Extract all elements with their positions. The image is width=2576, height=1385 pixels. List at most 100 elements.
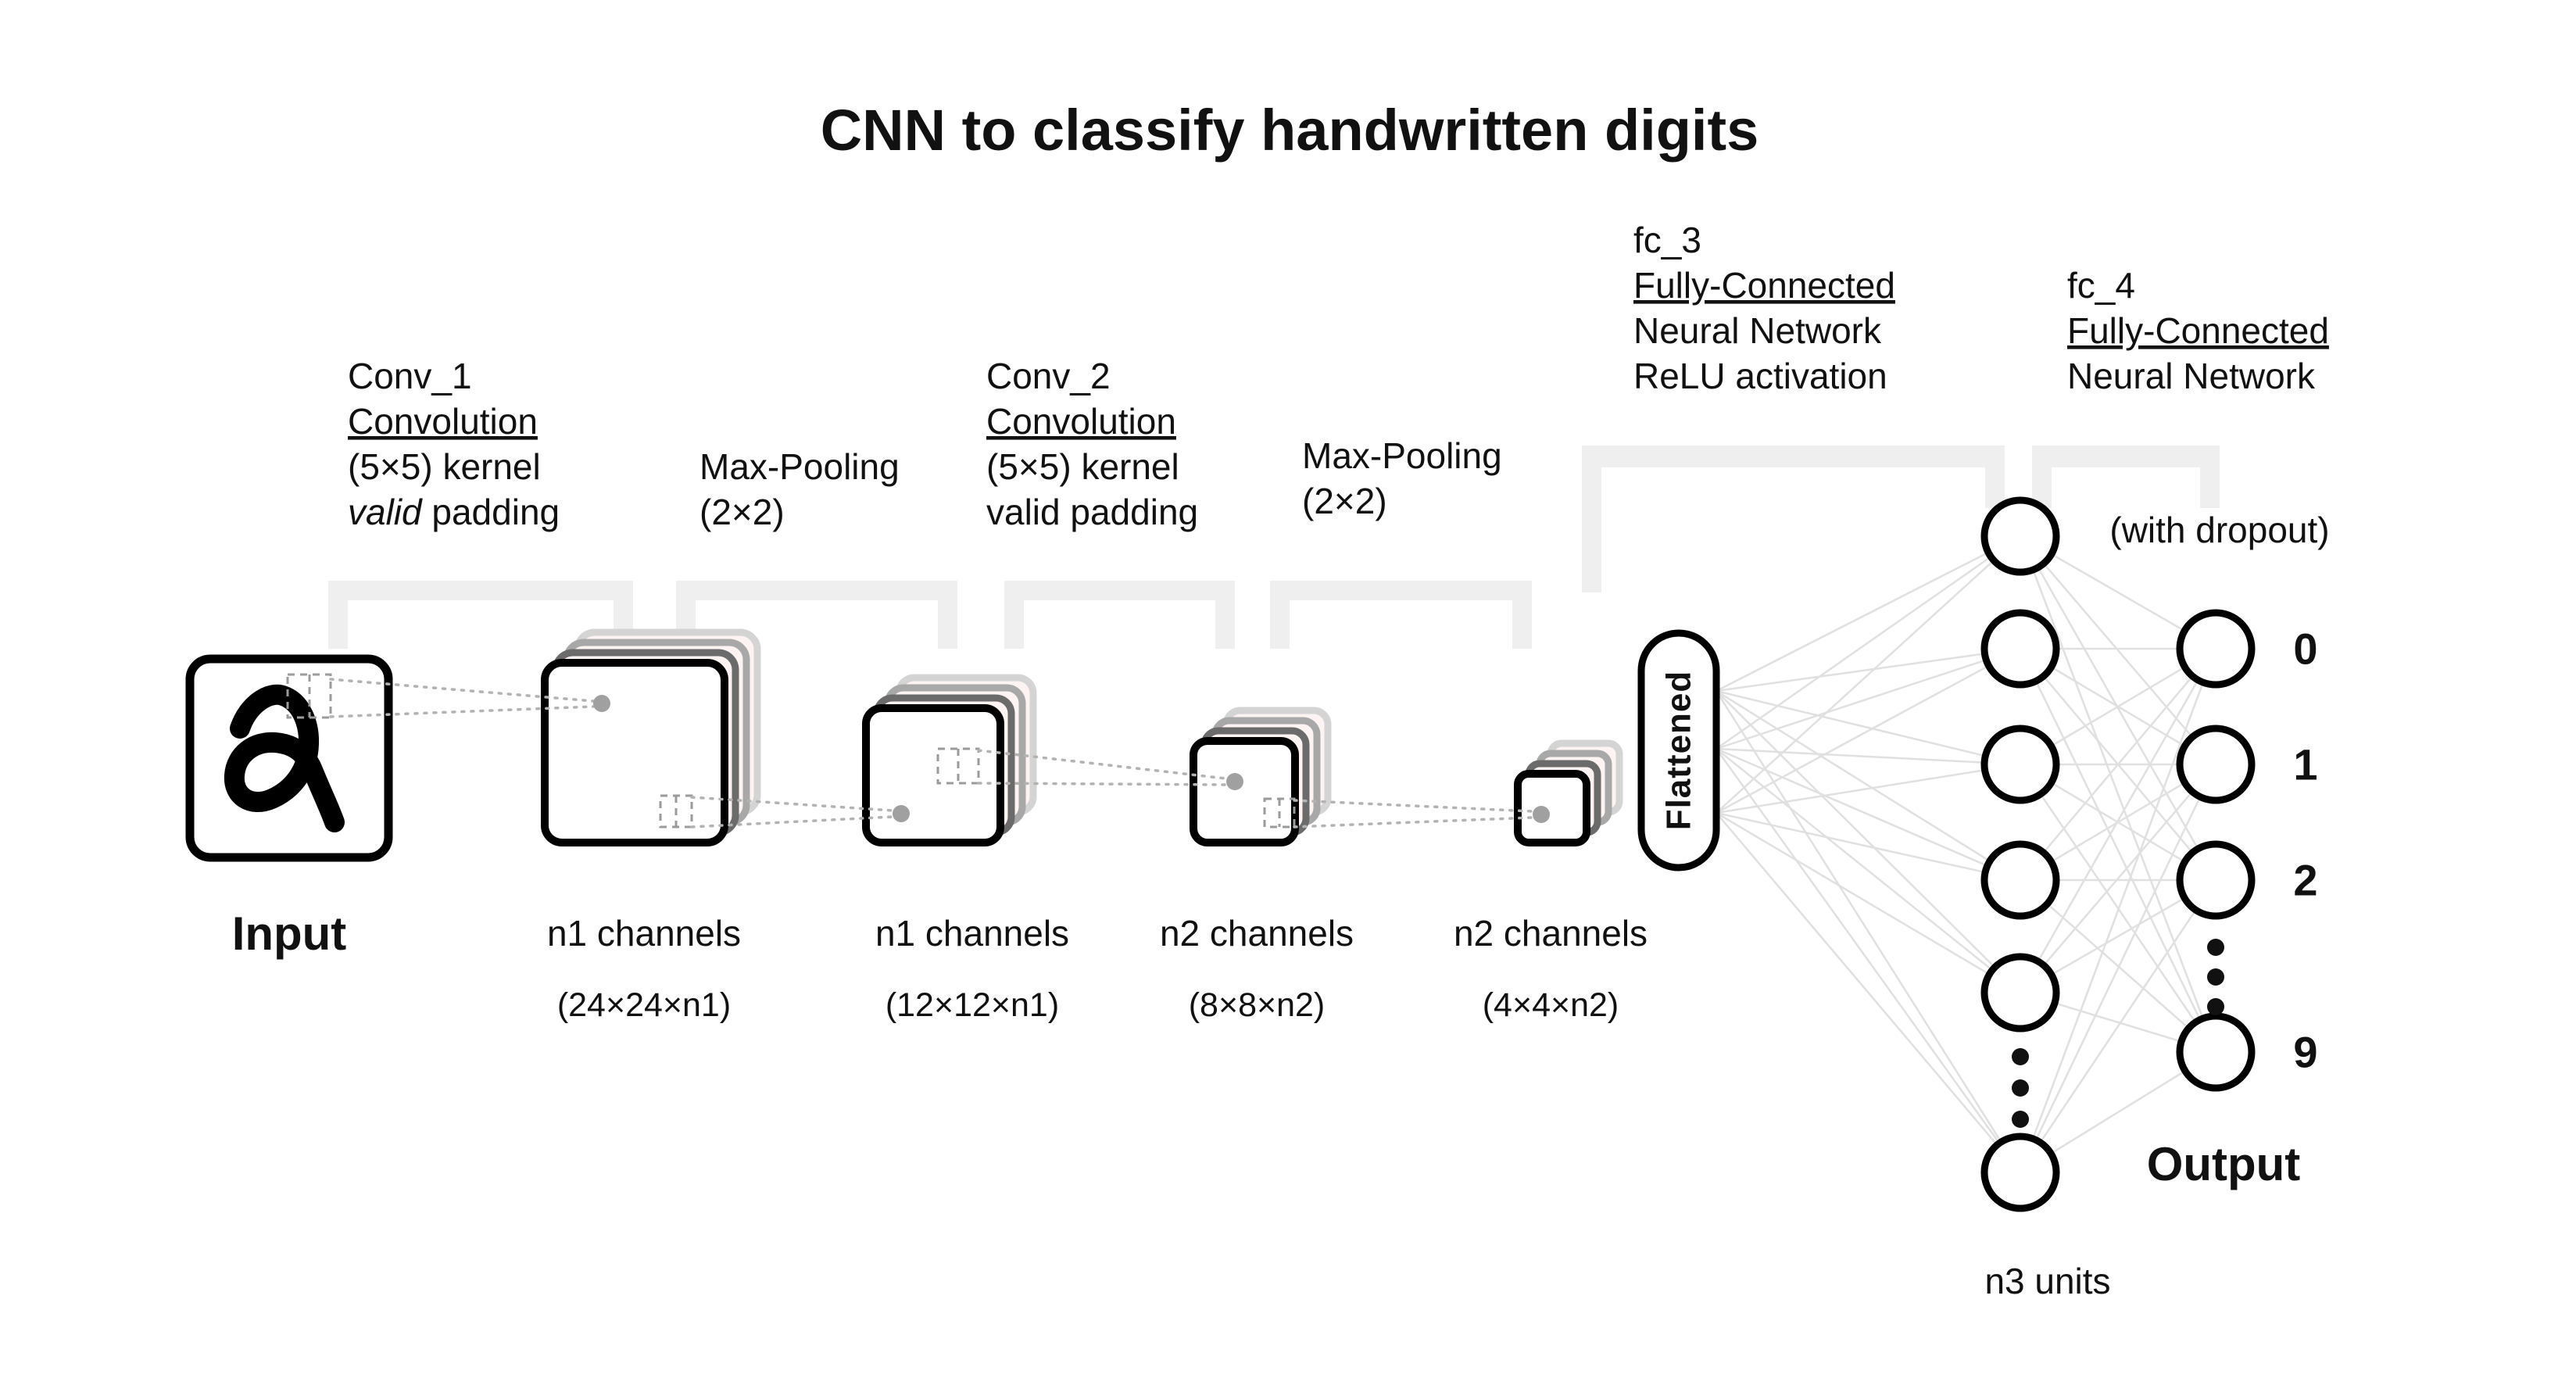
connection-line: [2019, 648, 2217, 993]
connection-line: [1716, 747, 2021, 882]
page-title: CNN to classify handwritten digits: [821, 98, 1759, 163]
kernel-ray: [329, 705, 595, 718]
pool2-feature-stack: [1514, 739, 1623, 846]
flatten-layer: Flattened: [1637, 629, 1720, 871]
output-neuron: [2176, 840, 2256, 920]
ellipsis-dot: [2207, 968, 2224, 986]
dims-label: (4×4×n2): [1483, 986, 1619, 1024]
fc4-bracket: [2032, 446, 2220, 508]
hidden-neuron: [1980, 953, 2060, 1032]
output-layer-nodes: [2176, 609, 2256, 1092]
conv2-bracket: [1004, 581, 1235, 649]
conv1-out-caption: n1 channels (24×24×n1): [547, 913, 741, 1024]
flatten-to-hidden-connections: [1715, 535, 2022, 1173]
ellipsis-dot: [2012, 1079, 2029, 1097]
ellipsis-dot: [2207, 939, 2224, 956]
kernel-ray: [690, 815, 894, 828]
conv2-name: Conv_2: [986, 356, 1111, 396]
channels-label: n2 channels: [1454, 913, 1648, 954]
flattened-label: Flattened: [1660, 671, 1698, 831]
output-digit-labels: 0 1 2 9: [2293, 625, 2317, 1077]
connection-line: [1716, 647, 2021, 814]
input-layer: [185, 654, 393, 862]
output-neuron: [2176, 609, 2256, 689]
conv1-padding: valid padding: [348, 492, 560, 532]
connection-line: [1716, 647, 2021, 692]
feature-map-front: [541, 659, 728, 846]
connection-line: [2019, 648, 2217, 1173]
channels-label: n2 channels: [1160, 913, 1354, 954]
flattened-pill: [1637, 629, 1720, 871]
connection-line: [1716, 689, 2021, 766]
dropout-note: (with dropout): [2109, 510, 2329, 550]
conv1-label: Conv_1 Convolution (5×5) kernel valid pa…: [348, 356, 560, 532]
hidden-neuron: [1980, 496, 2060, 576]
conv2-label: Conv_2 Convolution (5×5) kernel valid pa…: [986, 356, 1198, 532]
pool2-size: (2×2): [1302, 481, 1387, 521]
connection-line: [2020, 764, 2216, 993]
pool2-bracket: [1270, 581, 1532, 649]
connection-line: [1716, 748, 2021, 993]
fc3-type: Fully-Connected: [1633, 265, 1895, 306]
ellipsis-dot: [2012, 1048, 2029, 1065]
connection-line: [1716, 690, 2021, 993]
fc3-label: fc_3 Fully-Connected Neural Network ReLU…: [1633, 220, 1895, 396]
hidden-neuron: [1980, 609, 2060, 689]
ellipsis-dot: [2012, 1111, 2029, 1128]
feature-map-front: [1514, 770, 1590, 846]
ellipsis-dot: [2207, 998, 2224, 1015]
kernel-ray: [690, 796, 894, 812]
input-caption: Input: [232, 907, 347, 960]
fc4-desc: Neural Network: [2067, 356, 2316, 396]
conv2-padding: valid padding: [986, 492, 1198, 532]
connection-line: [1716, 647, 2021, 750]
dims-label: (24×24×n1): [557, 986, 731, 1024]
connection-line: [2020, 879, 2216, 1053]
fc4-type: Fully-Connected: [2067, 310, 2329, 351]
stage-brackets: [328, 446, 2220, 649]
kernel-ray: [977, 749, 1227, 780]
fc3-activation: ReLU activation: [1633, 356, 1887, 396]
digit-label-1: 1: [2293, 740, 2317, 789]
conv2-op: Convolution: [986, 401, 1176, 442]
output-neuron: [2176, 725, 2256, 804]
hidden-neuron: [1980, 840, 2060, 920]
connection-line: [2020, 535, 2216, 765]
connection-line: [2019, 648, 2217, 1053]
digit-label-9: 9: [2293, 1028, 2317, 1077]
fc4-label: fc_4 Fully-Connected Neural Network: [2067, 265, 2329, 396]
pool1-label: Max-Pooling (2×2): [699, 446, 900, 532]
conv2-kernel: (5×5) kernel: [986, 446, 1179, 487]
conv-output-dot: [1226, 773, 1243, 790]
feature-map-front: [1190, 737, 1299, 846]
connection-line: [1716, 747, 2021, 766]
conv2-out-caption: n2 channels (8×8×n2): [1160, 913, 1354, 1024]
hidden-layer-nodes: [1980, 496, 2060, 1212]
conv-output-dot: [593, 695, 610, 712]
kernel-ray: [977, 782, 1227, 786]
conv2-feature-stack: [1190, 707, 1332, 846]
output-caption: Output: [2147, 1138, 2301, 1190]
connection-line: [1716, 535, 2021, 814]
digit-label-0: 0: [2293, 625, 2317, 674]
conv1-feature-stack: [541, 628, 761, 846]
pool1-size: (2×2): [699, 492, 785, 532]
connection-line: [1716, 812, 2021, 1173]
pool-output-dot: [1533, 806, 1550, 823]
handwritten-digit-glyph: [224, 684, 345, 832]
conv1-op: Convolution: [348, 401, 538, 442]
pool1-bracket: [676, 581, 957, 649]
input-kernel-window: [286, 673, 332, 719]
connection-line: [1716, 535, 2021, 692]
output-neuron: [2176, 1012, 2256, 1092]
connection-line: [1715, 690, 2022, 1173]
fc3-desc: Neural Network: [1633, 310, 1882, 351]
hidden-ellipsis: [2012, 1048, 2029, 1128]
pool-output-dot: [893, 805, 910, 822]
dims-label: (8×8×n2): [1189, 986, 1326, 1024]
dims-label: (12×12×n1): [886, 986, 1059, 1024]
kernel-ray: [1293, 816, 1533, 828]
connection-line: [2019, 764, 2217, 1173]
connection-line: [2019, 535, 2217, 881]
